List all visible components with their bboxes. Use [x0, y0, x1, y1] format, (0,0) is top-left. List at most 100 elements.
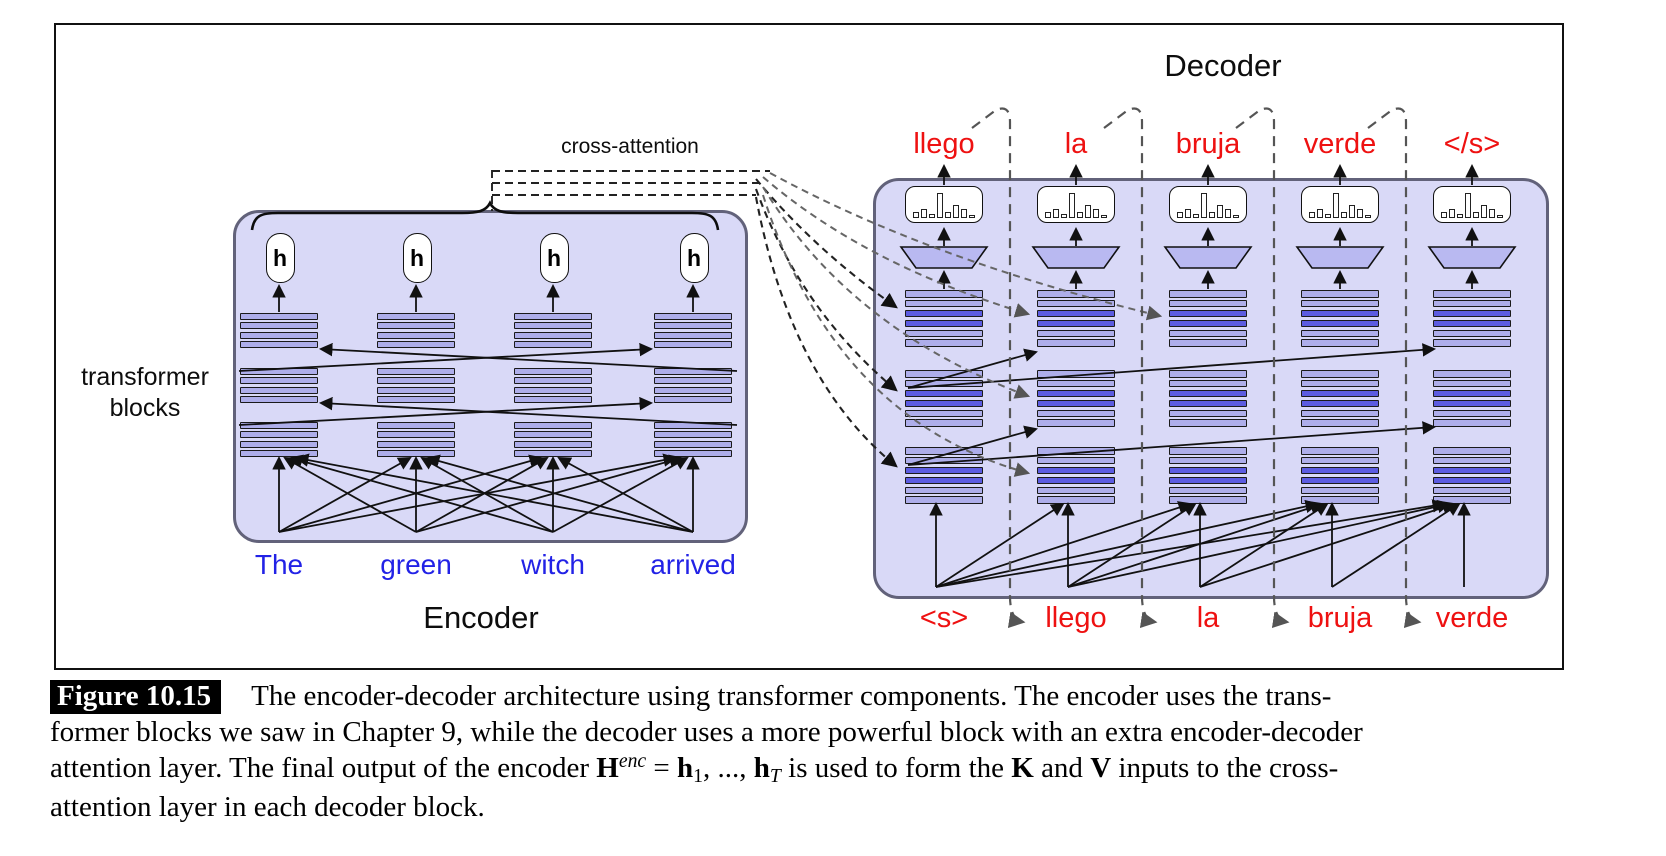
- caption-text: T: [769, 764, 781, 787]
- block-layer: [377, 422, 455, 429]
- histogram-bar: [1069, 193, 1075, 218]
- block-layer: [654, 377, 732, 385]
- probability-histogram: [1037, 186, 1115, 223]
- decoder-output-word: </s>: [1443, 128, 1501, 160]
- block-layer: [1433, 319, 1511, 328]
- encoder-title: Encoder: [423, 600, 539, 635]
- block-layer: [1301, 290, 1379, 298]
- caption-text: =: [646, 752, 678, 784]
- block-layer: [1433, 476, 1511, 485]
- block-layer: [377, 331, 455, 339]
- probability-histogram: [1433, 186, 1511, 223]
- histogram-bar: [929, 214, 935, 218]
- block-layer: [1301, 466, 1379, 475]
- block-layer: [514, 386, 592, 394]
- block-layer: [514, 422, 592, 429]
- block-layer: [377, 440, 455, 448]
- decoder-transformer-block-stack: [1169, 290, 1247, 347]
- block-layer: [240, 431, 318, 439]
- block-layer: [654, 396, 732, 404]
- block-layer: [654, 313, 732, 320]
- caption-text: enc: [618, 750, 647, 773]
- decoder-transformer-block-stack: [1433, 290, 1511, 347]
- decoder-transformer-block-stack: [1169, 370, 1247, 427]
- block-layer: [905, 466, 983, 475]
- histogram-bar: [953, 205, 959, 218]
- encoder-transformer-block-stack: [240, 368, 318, 404]
- block-layer: [1433, 309, 1511, 318]
- block-layer: [377, 431, 455, 439]
- block-layer: [1169, 370, 1247, 378]
- caption-text: V: [1090, 752, 1112, 784]
- decoder-transformer-block-stack: [1301, 447, 1379, 504]
- histogram-bar: [1465, 193, 1471, 218]
- block-layer: [1037, 339, 1115, 347]
- block-layer: [1301, 447, 1379, 455]
- transformer-blocks-label-line1: transformer: [81, 363, 209, 391]
- encoder-input-word: green: [380, 549, 452, 580]
- block-layer: [1037, 389, 1115, 398]
- block-layer: [1301, 476, 1379, 485]
- block-layer: [240, 368, 318, 375]
- block-layer: [240, 396, 318, 404]
- decoder-output-word: verde: [1303, 128, 1377, 160]
- histogram-bar: [1101, 215, 1107, 218]
- block-layer: [514, 450, 592, 458]
- caption-line: attention layer. The final output of the…: [50, 750, 1662, 789]
- block-layer: [240, 341, 318, 349]
- hidden-state-node: h: [539, 233, 569, 283]
- histogram-bar: [1309, 212, 1315, 218]
- decoder-transformer-block-stack: [1301, 290, 1379, 347]
- block-layer: [377, 313, 455, 320]
- block-layer: [1433, 339, 1511, 347]
- block-layer: [1433, 496, 1511, 504]
- histogram-bar: [1449, 209, 1455, 218]
- block-layer: [1433, 329, 1511, 338]
- histogram-bar: [1177, 212, 1183, 218]
- transformer-blocks-label-line2: blocks: [109, 394, 181, 422]
- block-layer: [654, 386, 732, 394]
- histogram-bar: [1457, 214, 1463, 218]
- block-layer: [654, 341, 732, 349]
- caption-text: is used to form the: [780, 752, 1012, 784]
- block-layer: [240, 322, 318, 330]
- block-layer: [1037, 379, 1115, 388]
- histogram-bar: [1365, 215, 1371, 218]
- histogram-bar: [1225, 209, 1231, 218]
- histogram-bar: [1053, 209, 1059, 218]
- block-layer: [654, 422, 732, 429]
- block-layer: [514, 341, 592, 349]
- block-layer: [377, 396, 455, 404]
- block-layer: [1169, 290, 1247, 298]
- histogram-bar: [937, 193, 943, 218]
- caption-text: h: [677, 752, 694, 784]
- histogram-bar: [1085, 205, 1091, 218]
- block-layer: [1433, 419, 1511, 427]
- decoder-input-word: <s>: [919, 602, 969, 634]
- block-layer: [1301, 299, 1379, 308]
- caption-text: The encoder-decoder architecture using t…: [251, 680, 1332, 712]
- block-layer: [1169, 466, 1247, 475]
- block-layer: [905, 447, 983, 455]
- decoder-transformer-block-stack: [1433, 447, 1511, 504]
- block-layer: [1433, 370, 1511, 378]
- block-layer: [1301, 389, 1379, 398]
- decoder-transformer-block-stack: [1037, 370, 1115, 427]
- decoder-title: Decoder: [1164, 48, 1282, 83]
- encoder-transformer-block-stack: [377, 368, 455, 404]
- block-layer: [1037, 319, 1115, 328]
- probability-histogram: [905, 186, 983, 223]
- histogram-bar: [1077, 212, 1083, 218]
- probability-histogram: [1169, 186, 1247, 223]
- block-layer: [377, 368, 455, 375]
- encoder-transformer-block-stack: [377, 313, 455, 349]
- caption-text: K: [1011, 752, 1034, 784]
- cross-attention-label: cross-attention: [561, 135, 699, 158]
- histogram-bar: [1325, 214, 1331, 218]
- block-layer: [1037, 299, 1115, 308]
- block-layer: [377, 377, 455, 385]
- block-layer: [1169, 299, 1247, 308]
- block-layer: [240, 313, 318, 320]
- block-layer: [1037, 466, 1115, 475]
